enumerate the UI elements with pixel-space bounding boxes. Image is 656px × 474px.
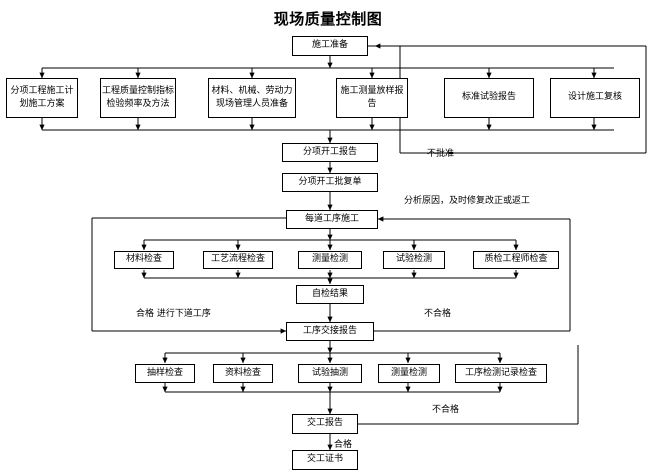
node-prep-6[interactable]: 设计施工复核 — [550, 78, 640, 118]
node-acceptance-5[interactable]: 工序检测记录检查 — [455, 364, 547, 383]
node-selfcheck-5[interactable]: 质检工程师检查 — [473, 251, 559, 269]
edge-label-fail-final: 不合格 — [432, 405, 460, 415]
node-process-handover-report[interactable]: 工序交接报告 — [286, 322, 374, 341]
node-approval-form[interactable]: 分项开工批复单 — [282, 173, 378, 192]
node-acceptance-3[interactable]: 试验抽测 — [298, 364, 362, 383]
edge-label-pass-next-process: 合格 进行下道工序 — [136, 309, 211, 319]
node-prep-2[interactable]: 工程质量控制指标检验频率及方法 — [100, 78, 176, 118]
node-acceptance-4[interactable]: 测量检测 — [378, 364, 440, 383]
node-selfcheck-result[interactable]: 自检结果 — [296, 285, 364, 304]
node-prep-1[interactable]: 分项工程施工计划施工方案 — [6, 78, 78, 118]
edge-label-not-approved: 不批准 — [427, 149, 455, 159]
node-completion-certificate[interactable]: 交工证书 — [292, 450, 358, 470]
edge-label-pass-final: 合格 — [334, 440, 353, 450]
edge-label-analyze-cause: 分析原因，及时修复改正或返工 — [404, 196, 531, 206]
node-selfcheck-1[interactable]: 材料检查 — [114, 251, 174, 269]
node-selfcheck-3[interactable]: 测量检测 — [298, 251, 362, 269]
node-each-process-construction[interactable]: 每道工序施工 — [286, 210, 378, 229]
node-acceptance-1[interactable]: 抽样检查 — [135, 364, 195, 383]
page-title: 现场质量控制图 — [273, 10, 383, 28]
edge-label-fail-selfcheck: 不合格 — [424, 309, 452, 319]
node-prep-4[interactable]: 施工测量放样报告 — [336, 78, 408, 118]
node-prep-3[interactable]: 材料、机械、劳动力现场管理人员准备 — [208, 78, 296, 118]
node-final-report[interactable]: 交工报告 — [292, 414, 358, 434]
node-selfcheck-4[interactable]: 试验检测 — [383, 251, 445, 269]
node-selfcheck-2[interactable]: 工艺流程检查 — [203, 251, 273, 269]
node-prep-5[interactable]: 标准试验报告 — [444, 78, 534, 118]
node-acceptance-2[interactable]: 资料检查 — [213, 364, 273, 383]
node-construction-preparation[interactable]: 施工准备 — [292, 36, 368, 56]
node-start-report[interactable]: 分项开工报告 — [282, 143, 378, 162]
